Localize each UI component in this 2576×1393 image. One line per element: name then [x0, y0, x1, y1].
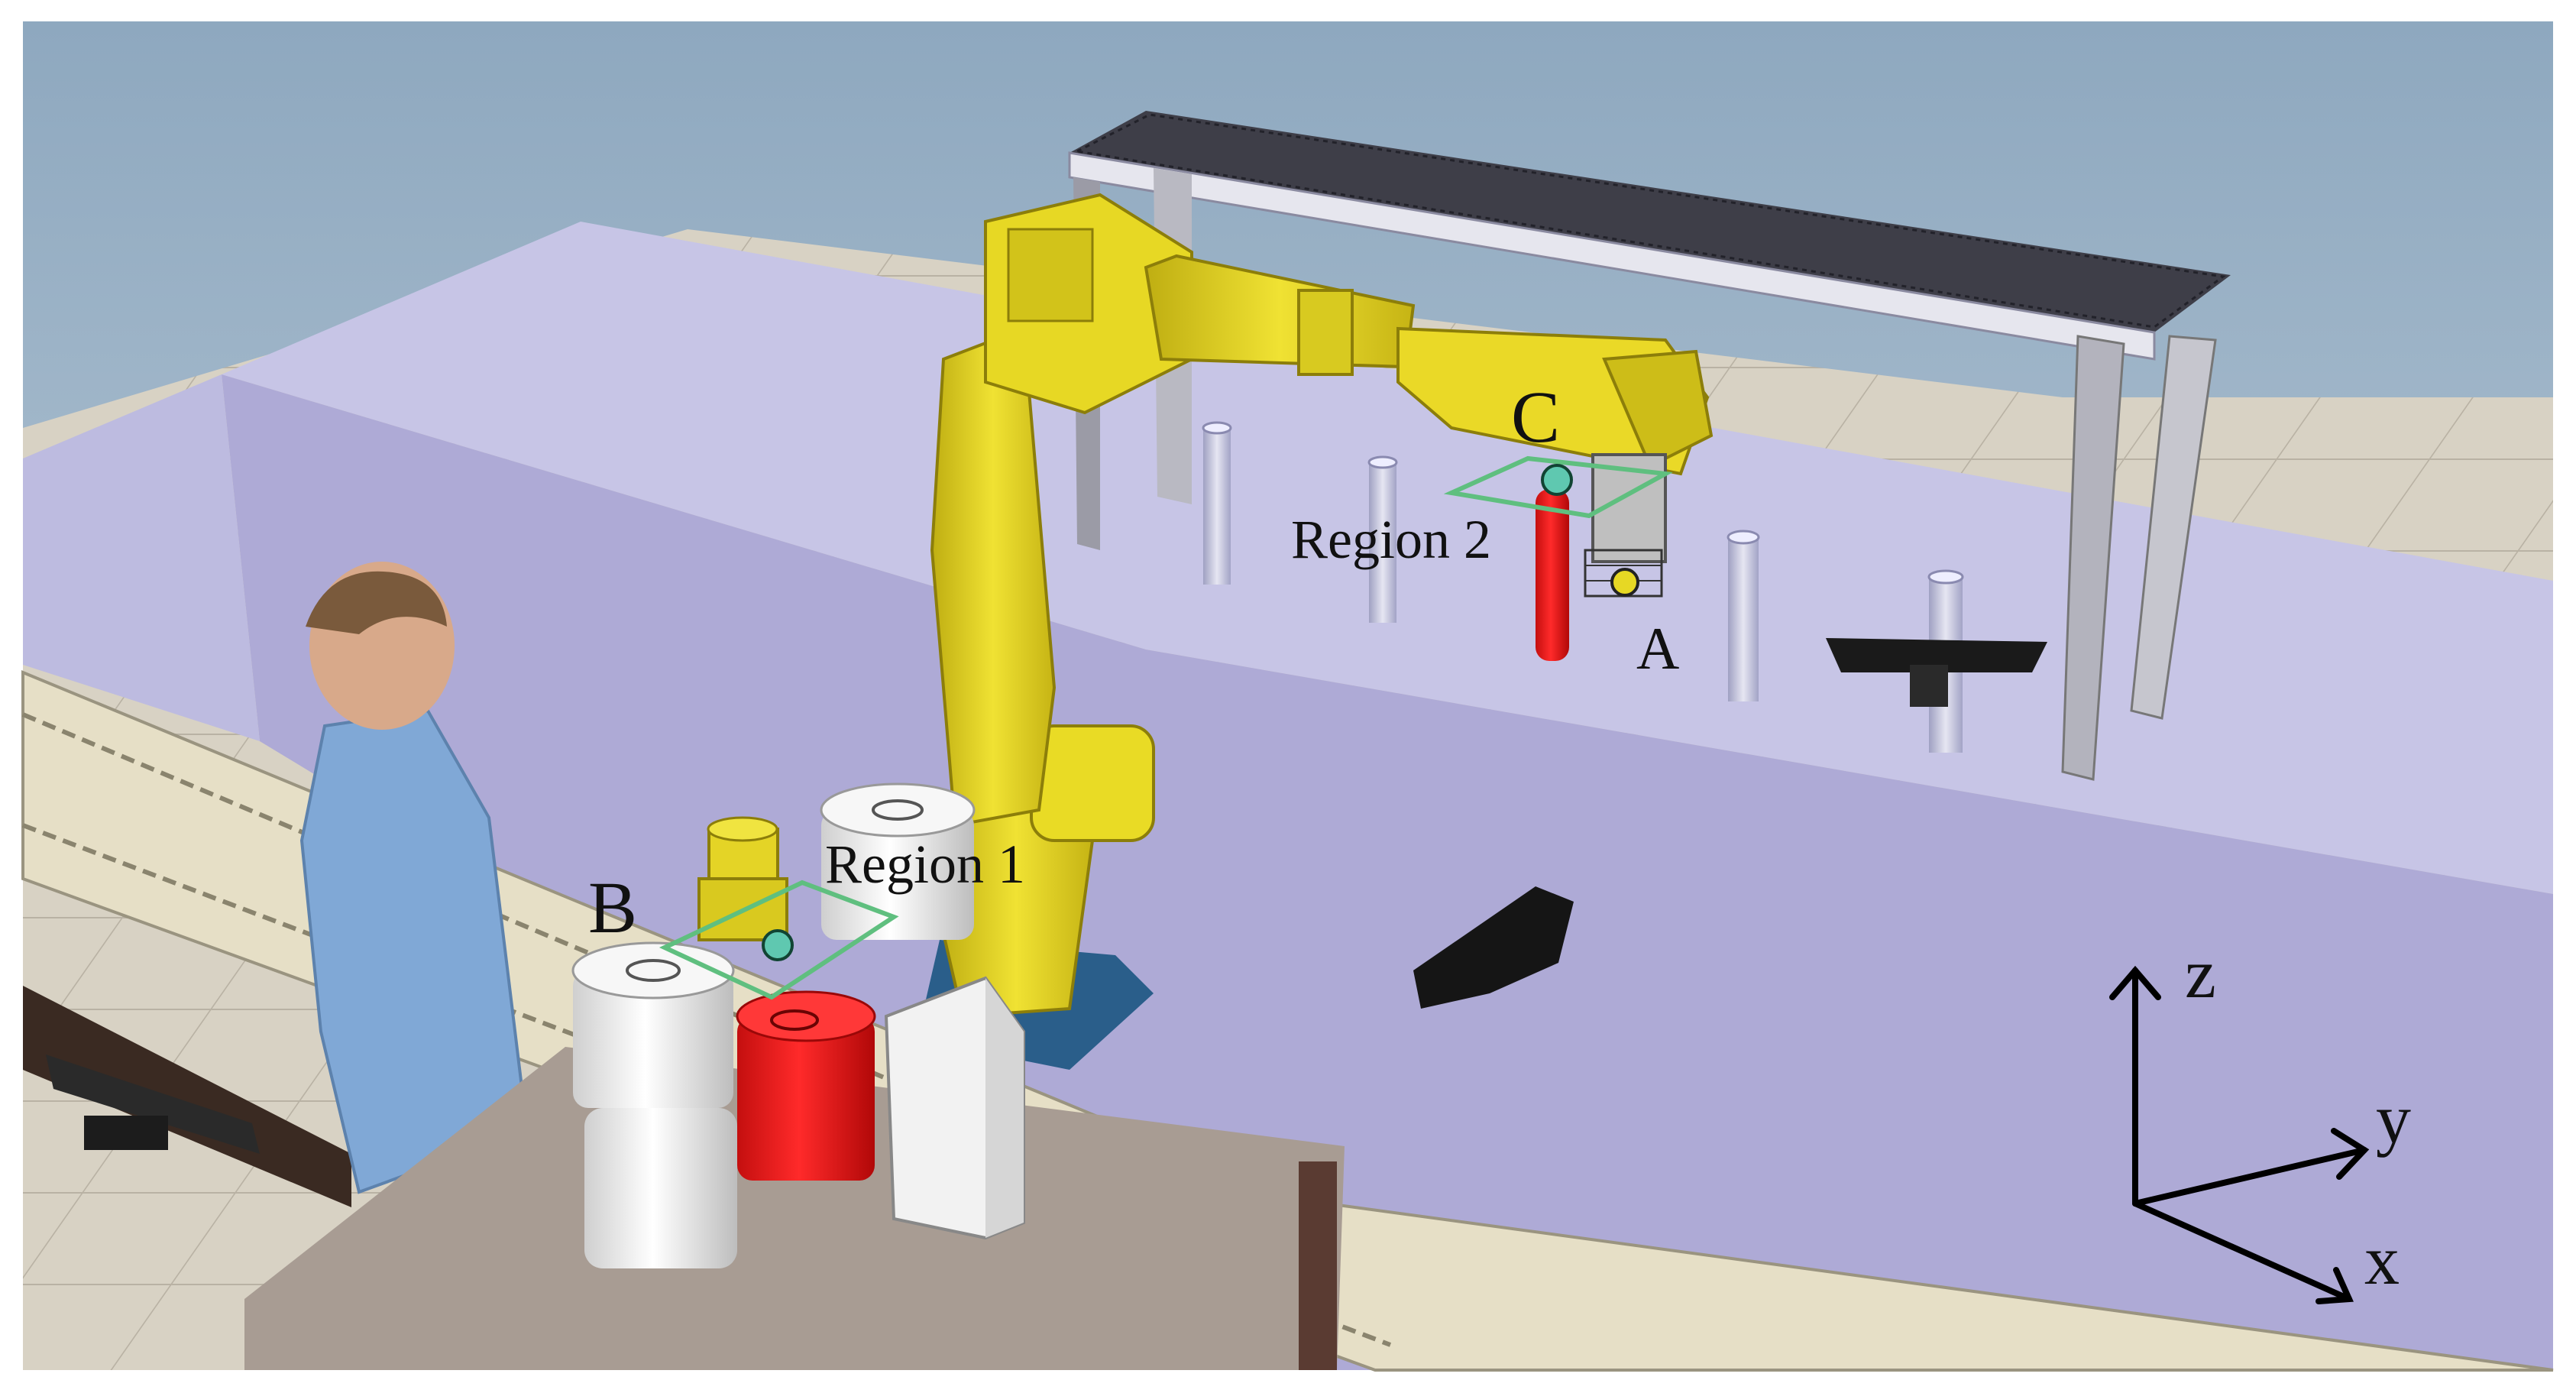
x-axis-arrowhead: [2315, 1267, 2354, 1304]
point-a-marker: [1610, 568, 1639, 597]
black-tool-part: [1413, 886, 1574, 1009]
region-2-marker: [1443, 455, 1673, 519]
axis-label-z: z: [2185, 935, 2216, 1012]
human-operator: [299, 562, 529, 1194]
y-axis-line: [2132, 1147, 2367, 1207]
label-point-c: C: [1511, 376, 1560, 458]
white-box: [884, 976, 1025, 1240]
gantry-leg: [2061, 335, 2125, 781]
depth-camera-right: [1826, 638, 2047, 707]
post: [1727, 530, 1760, 701]
point-c-marker: [1541, 464, 1573, 496]
coordinate-axes: [2109, 965, 2370, 1304]
point-b-marker: [762, 929, 794, 961]
table-left-side: [23, 374, 260, 741]
gantry-leg: [2130, 335, 2217, 720]
rail-dark-slot: [23, 986, 351, 1207]
secondary-gripper: [697, 816, 788, 941]
workbench: [244, 1047, 1345, 1370]
label-point-a: A: [1636, 615, 1679, 682]
table-front-side: [222, 374, 2553, 1370]
label-region-1: Region 1: [825, 834, 1025, 895]
gantry-rail-front: [1068, 151, 2156, 361]
axis-label-x: x: [2364, 1221, 2400, 1299]
post: [1202, 421, 1232, 585]
white-cylinder: [820, 782, 976, 940]
z-axis-arrowhead: [2109, 965, 2161, 1000]
post: [1367, 455, 1398, 623]
label-point-b: B: [588, 867, 637, 948]
gantry-top-beam: [1070, 111, 2231, 332]
label-region-2: Region 2: [1291, 509, 1491, 570]
depth-camera-left: [46, 1054, 260, 1154]
region-1-marker: [659, 880, 899, 1000]
red-rod: [1536, 489, 1569, 661]
y-axis-arrowhead: [2331, 1128, 2370, 1180]
gantry-top-grid: [1073, 113, 2226, 329]
x-axis-line: [2132, 1200, 2352, 1302]
white-cylinder: [584, 1108, 737, 1268]
white-cylinder: [571, 941, 735, 1108]
axis-label-y: y: [2376, 1080, 2411, 1158]
red-cylinder: [736, 990, 876, 1181]
